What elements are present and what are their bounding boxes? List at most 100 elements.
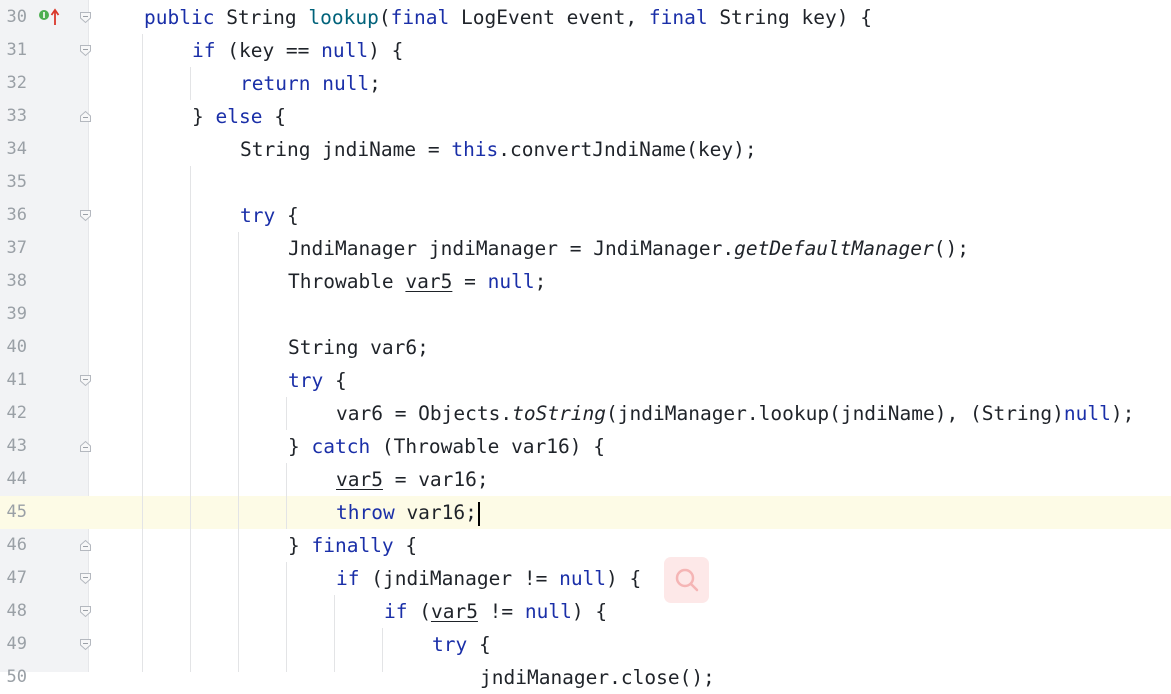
line-number[interactable]: 46 bbox=[6, 535, 27, 555]
code-text[interactable]: if (var5 != null) { bbox=[384, 595, 607, 628]
line-number[interactable]: 36 bbox=[6, 205, 27, 225]
indent-guide bbox=[190, 67, 191, 100]
line-number[interactable]: 39 bbox=[6, 304, 27, 324]
code-token: try bbox=[432, 633, 468, 656]
fold-collapse-icon[interactable] bbox=[79, 572, 92, 585]
code-line[interactable]: 50 jndiManager.close(); bbox=[0, 661, 1171, 694]
code-line[interactable]: 32 return null; bbox=[0, 67, 1171, 100]
fold-end-icon[interactable] bbox=[79, 539, 92, 552]
code-line[interactable]: 41 try { bbox=[0, 364, 1171, 397]
code-token: .convertJndiName(key); bbox=[498, 138, 757, 161]
code-line[interactable]: 45 throw var16; bbox=[0, 496, 1171, 529]
code-line[interactable]: 44 var5 = var16; bbox=[0, 463, 1171, 496]
line-number[interactable]: 37 bbox=[6, 238, 27, 258]
code-text[interactable]: if (jndiManager != null) { bbox=[336, 562, 641, 595]
code-text[interactable]: } catch (Throwable var16) { bbox=[288, 430, 605, 463]
code-text[interactable]: JndiManager jndiManager = JndiManager.ge… bbox=[288, 232, 969, 265]
code-text[interactable]: var5 = var16; bbox=[336, 463, 489, 496]
code-text[interactable]: jndiManager.close(); bbox=[480, 661, 715, 694]
code-text[interactable]: } else { bbox=[192, 100, 286, 133]
indent-guide bbox=[286, 562, 287, 672]
fold-collapse-icon[interactable] bbox=[79, 374, 92, 387]
line-number[interactable]: 43 bbox=[6, 436, 27, 456]
search-bubble[interactable] bbox=[664, 557, 709, 603]
fold-end-icon[interactable] bbox=[79, 110, 92, 123]
code-text[interactable]: throw var16; bbox=[336, 496, 480, 529]
code-line[interactable]: 33 } else { bbox=[0, 100, 1171, 133]
line-number[interactable]: 47 bbox=[6, 568, 27, 588]
fold-collapse-icon[interactable] bbox=[79, 209, 92, 222]
code-text[interactable]: try { bbox=[288, 364, 347, 397]
code-text[interactable]: } finally { bbox=[288, 529, 417, 562]
code-line[interactable]: 47 if (jndiManager != null) { bbox=[0, 562, 1171, 595]
code-token: null bbox=[524, 600, 572, 623]
indent-guide bbox=[286, 463, 287, 529]
implements-override-icon[interactable] bbox=[38, 7, 62, 27]
code-text[interactable]: String var6; bbox=[288, 331, 429, 364]
code-text[interactable]: public String lookup(final LogEvent even… bbox=[144, 1, 872, 34]
code-text[interactable]: var6 = Objects.toString(jndiManager.look… bbox=[336, 397, 1134, 430]
code-line[interactable]: 43 } catch (Throwable var16) { bbox=[0, 430, 1171, 463]
code-token: ); bbox=[1110, 402, 1135, 425]
code-token: ( bbox=[407, 600, 431, 623]
line-number[interactable]: 33 bbox=[6, 106, 27, 126]
code-token: var5 bbox=[430, 600, 478, 623]
code-line[interactable]: 31 if (key == null) { bbox=[0, 34, 1171, 67]
code-token bbox=[310, 72, 322, 95]
line-number[interactable]: 32 bbox=[6, 73, 27, 93]
text-caret bbox=[477, 501, 480, 526]
code-token: getDefaultManager bbox=[734, 237, 934, 260]
code-line[interactable]: 35 bbox=[0, 166, 1171, 199]
line-number[interactable]: 34 bbox=[6, 139, 27, 159]
editor-gutter[interactable] bbox=[0, 0, 89, 672]
code-line[interactable]: 40 String var6; bbox=[0, 331, 1171, 364]
code-text[interactable]: try { bbox=[240, 199, 299, 232]
line-number[interactable]: 48 bbox=[6, 601, 27, 621]
code-token: this bbox=[451, 138, 499, 161]
line-number[interactable]: 50 bbox=[6, 667, 27, 687]
code-token: ; bbox=[369, 72, 381, 95]
code-text[interactable]: Throwable var5 = null; bbox=[288, 265, 546, 298]
code-line[interactable]: 30 public String lookup(final LogEvent ev… bbox=[0, 1, 1171, 34]
line-number[interactable]: 45 bbox=[6, 502, 27, 522]
fold-collapse-icon[interactable] bbox=[79, 605, 92, 618]
code-line[interactable]: 48 if (var5 != null) { bbox=[0, 595, 1171, 628]
code-token: LogEvent event, bbox=[449, 6, 649, 29]
code-line[interactable]: 49 try { bbox=[0, 628, 1171, 661]
fold-collapse-icon[interactable] bbox=[79, 638, 92, 651]
code-token: ) { bbox=[368, 39, 404, 62]
code-line[interactable]: 42 var6 = Objects.toString(jndiManager.lo… bbox=[0, 397, 1171, 430]
code-token: return bbox=[240, 72, 311, 95]
fold-collapse-icon[interactable] bbox=[79, 11, 92, 24]
line-number[interactable]: 38 bbox=[6, 271, 27, 291]
code-token: null bbox=[321, 39, 369, 62]
search-icon bbox=[675, 568, 699, 592]
code-token: final bbox=[390, 6, 450, 29]
line-number[interactable]: 40 bbox=[6, 337, 27, 357]
fold-collapse-icon[interactable] bbox=[79, 44, 92, 57]
code-line[interactable]: 34 String jndiName = this.convertJndiName… bbox=[0, 133, 1171, 166]
code-line[interactable]: 38 Throwable var5 = null; bbox=[0, 265, 1171, 298]
code-line[interactable]: 46 } finally { bbox=[0, 529, 1171, 562]
line-number[interactable]: 44 bbox=[6, 469, 27, 489]
code-line[interactable]: 36 try { bbox=[0, 199, 1171, 232]
line-number[interactable]: 35 bbox=[6, 172, 27, 192]
indent-guide bbox=[286, 397, 287, 430]
code-line[interactable]: 39 bbox=[0, 298, 1171, 331]
line-number[interactable]: 31 bbox=[6, 40, 27, 60]
code-token: { bbox=[393, 534, 418, 557]
line-number[interactable]: 41 bbox=[6, 370, 27, 390]
code-token: null bbox=[1063, 402, 1111, 425]
code-text[interactable]: if (key == null) { bbox=[192, 34, 403, 67]
code-token: final bbox=[648, 6, 708, 29]
code-text[interactable]: try { bbox=[432, 628, 491, 661]
line-number[interactable]: 30 bbox=[6, 7, 27, 27]
fold-end-icon[interactable] bbox=[79, 440, 92, 453]
code-text[interactable]: return null; bbox=[240, 67, 381, 100]
line-number[interactable]: 49 bbox=[6, 634, 27, 654]
line-number[interactable]: 42 bbox=[6, 403, 27, 423]
code-line[interactable]: 37 JndiManager jndiManager = JndiManager.… bbox=[0, 232, 1171, 265]
code-token: } bbox=[192, 105, 216, 128]
code-text[interactable]: String jndiName = this.convertJndiName(k… bbox=[240, 133, 757, 166]
code-token: catch bbox=[311, 435, 371, 458]
